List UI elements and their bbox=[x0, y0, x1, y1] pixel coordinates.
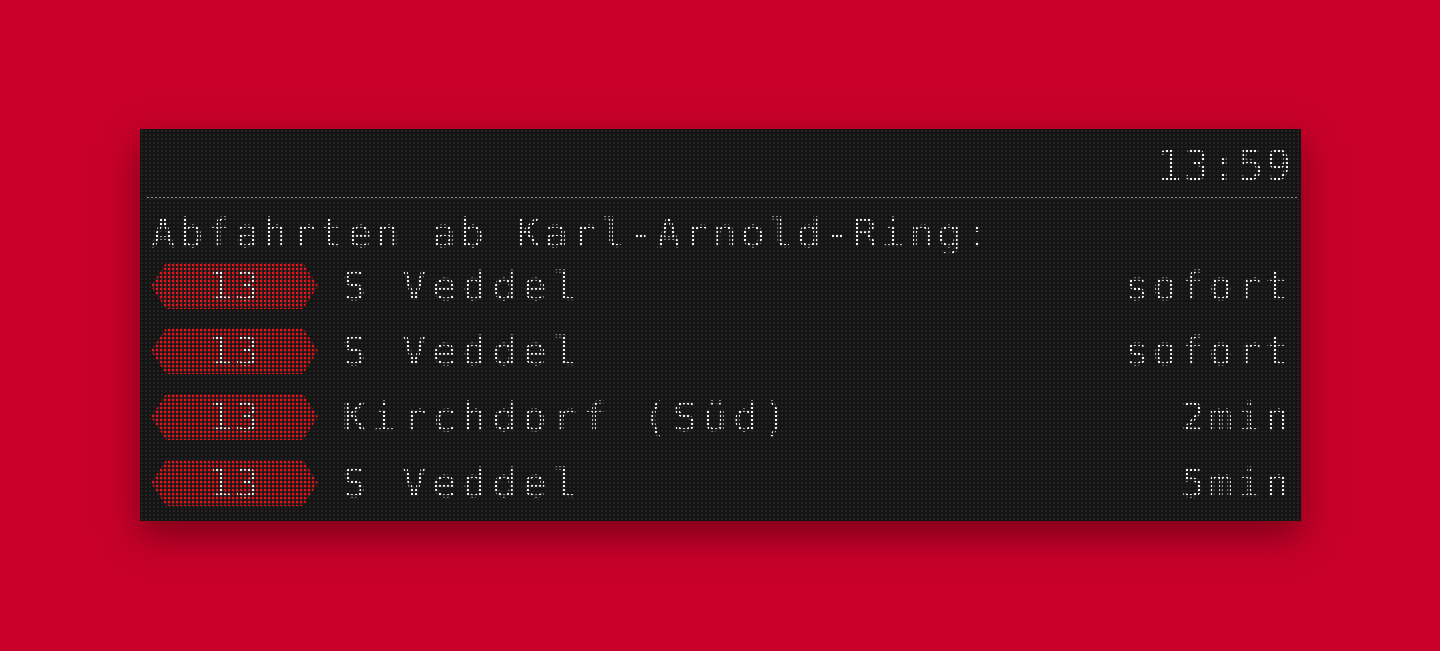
departure-row: 13 S Veddel sofort bbox=[140, 327, 1301, 375]
header-divider bbox=[146, 196, 1297, 198]
line-number: 13 bbox=[208, 395, 261, 441]
line-badge: 13 bbox=[151, 328, 318, 374]
line-number: 13 bbox=[208, 264, 261, 310]
destination: Kirchdorf (Süd) bbox=[342, 395, 794, 441]
hexagon-line-badge-icon bbox=[151, 263, 318, 309]
departure-board: 13:59 Abfahrten ab Karl-Arnold-Ring: 13 … bbox=[140, 129, 1301, 521]
line-number: 13 bbox=[208, 461, 261, 507]
hexagon-line-badge-icon bbox=[151, 394, 318, 440]
departure-time: sofort bbox=[1124, 329, 1293, 375]
line-badge: 13 bbox=[151, 460, 318, 506]
departure-row: 13 Kirchdorf (Süd) 2min bbox=[140, 393, 1301, 441]
board-heading: Abfahrten ab Karl-Arnold-Ring: bbox=[151, 211, 994, 257]
line-badge: 13 bbox=[151, 263, 318, 309]
hexagon-line-badge-icon bbox=[151, 328, 318, 374]
line-number: 13 bbox=[208, 329, 261, 375]
clock: 13:59 bbox=[1156, 141, 1293, 190]
departure-time: 2min bbox=[1180, 395, 1293, 441]
departure-row: 13 S Veddel sofort bbox=[140, 262, 1301, 310]
departure-time: sofort bbox=[1124, 264, 1293, 310]
destination: S Veddel bbox=[342, 329, 583, 375]
departure-row: 13 S Veddel 5min bbox=[140, 459, 1301, 507]
hexagon-line-badge-icon bbox=[151, 460, 318, 506]
line-badge: 13 bbox=[151, 394, 318, 440]
destination: S Veddel bbox=[342, 264, 583, 310]
destination: S Veddel bbox=[342, 461, 583, 507]
departure-time: 5min bbox=[1180, 461, 1293, 507]
